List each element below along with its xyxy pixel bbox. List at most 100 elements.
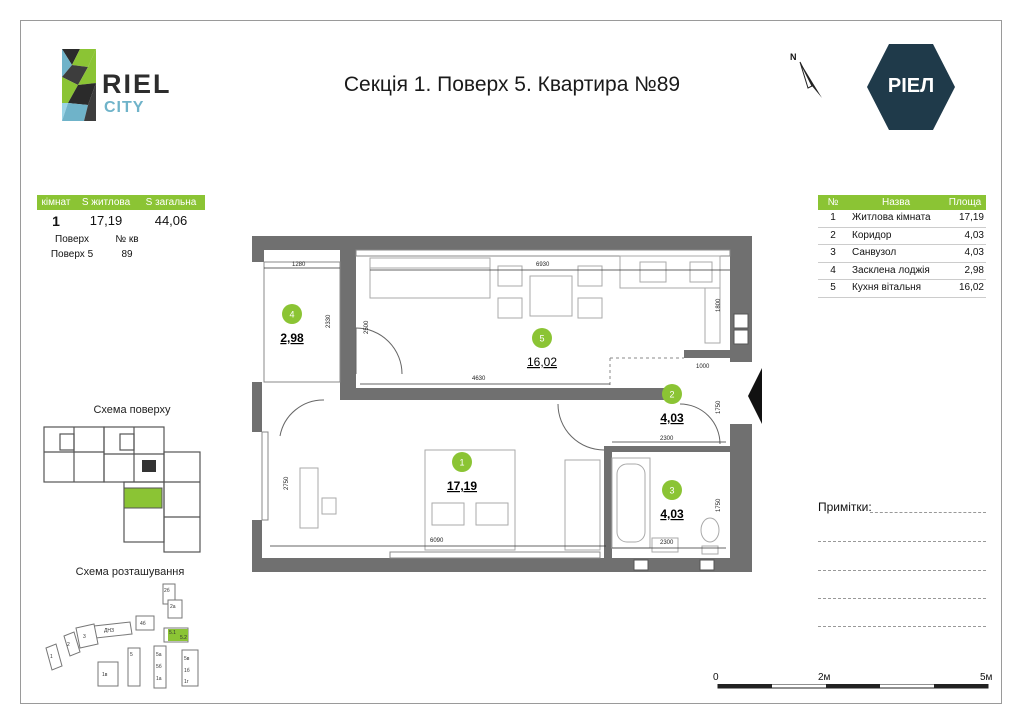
bed-icon: [424, 449, 516, 551]
room-marker-area: 16,02: [527, 355, 557, 369]
floor-schema-label: Схема поверху: [93, 404, 171, 416]
notes-line: [818, 598, 986, 599]
site-building-label: 5.2: [180, 635, 187, 641]
dim-label: 1280: [292, 262, 306, 268]
room-name: Санвузол: [852, 247, 897, 258]
rooms-table: № Назва Площа 1 Житлова кімната 17,19 2 …: [818, 195, 986, 298]
riel-hexagon-icon: [867, 44, 955, 130]
rooms-table-row: 4 Засклена лоджія 2,98: [818, 263, 986, 280]
site-building-label: 4б: [140, 621, 146, 627]
site-building-label: 2б: [164, 588, 170, 594]
compass-north-label: N: [790, 52, 797, 62]
site-building-label: 5: [130, 652, 133, 658]
rooms-table-row: 1 Житлова кімната 17,19: [818, 210, 986, 228]
room-area: 4,03: [964, 247, 984, 258]
site-building-label: 5.1: [169, 630, 176, 636]
dim-label: 6930: [536, 262, 550, 268]
entrance-arrow-icon: [748, 368, 762, 424]
summary-header-total-area: S загальна: [145, 197, 197, 208]
site-building-label: 3: [83, 634, 86, 640]
desk-icon: [299, 467, 337, 529]
summary-sub-header-floor: Поверх: [55, 234, 89, 245]
dim-label: 1800: [716, 298, 722, 312]
scale-bar: 0 2м 5м: [710, 672, 995, 692]
room-number: 3: [830, 247, 836, 258]
room-name: Коридор: [852, 229, 892, 241]
summary-sub-value-apt: 89: [121, 249, 133, 260]
sofa-icon: [369, 257, 491, 299]
notes-label: Примітки:: [818, 500, 872, 514]
page-title: Секція 1. Поверх 5. Квартира №89: [343, 73, 681, 96]
riel-city-logo-mark: [62, 49, 96, 121]
site-building-label: 5б: [156, 664, 162, 670]
notes-line: [818, 570, 986, 571]
room-number: 2: [830, 229, 836, 241]
site-building-label: 5в: [184, 656, 190, 662]
dim-label: 2750: [284, 476, 290, 490]
site-building-label: 1в: [102, 672, 108, 678]
scale-label-0: 0: [713, 672, 719, 683]
room-number: 5: [830, 282, 836, 293]
rooms-table-header: № Назва Площа: [818, 195, 986, 210]
room-marker-number: 1: [459, 458, 464, 468]
rooms-header-area: Площа: [948, 197, 982, 208]
notes-line: [870, 512, 986, 513]
summary-header-row: кімнат S житлова S загальна: [37, 195, 205, 210]
room-marker-5: 5 16,02: [527, 328, 557, 369]
toilet-icon: [700, 517, 720, 555]
site-building-label: 1б: [184, 668, 190, 674]
bathtub-icon: [611, 457, 651, 549]
summary-header-living-area: S житлова: [81, 197, 131, 208]
north-arrow-icon: [799, 61, 822, 98]
floor-schema-map: [43, 426, 201, 553]
room-marker-area: 17,19: [447, 479, 477, 493]
summary-value-rooms: 1: [52, 213, 60, 229]
floor-plan: 1280 6930 2330 2500 1800 1000 4630 1750 …: [252, 236, 762, 572]
scale-label-2m: 2м: [818, 672, 831, 683]
summary-sub-value-floor: Поверх 5: [50, 249, 94, 260]
room-marker-area: 4,03: [660, 507, 684, 521]
room-marker-1: 1 17,19: [447, 452, 477, 493]
kitchen-counter-icon: [619, 255, 721, 344]
room-number: 4: [830, 264, 836, 276]
summary-header-rooms: кімнат: [41, 197, 71, 208]
summary-sub-header-row: Поверх № кв: [37, 234, 205, 245]
sink-icon: [651, 537, 679, 553]
room-marker-4: 4 2,98: [280, 304, 304, 345]
scale-bar-graphic: [717, 684, 989, 689]
notes-section: Примітки:: [818, 498, 988, 638]
dim-label: 2330: [326, 314, 332, 328]
dim-label: 2300: [660, 540, 674, 546]
rooms-table-row: 3 Санвузол 4,03: [818, 245, 986, 263]
site-building-label: 2а: [170, 604, 176, 610]
room-name: Засклена лоджія: [852, 264, 930, 276]
dim-label: 2300: [660, 436, 674, 442]
rooms-table-row: 5 Кухня вітальня 16,02: [818, 280, 986, 298]
riel-logo-text: РІЕЛ: [887, 75, 935, 97]
logo-word-riel: RIEL: [102, 69, 172, 99]
site-building-label: 1: [50, 654, 53, 660]
room-marker-number: 2: [669, 390, 674, 400]
room-number: 1: [830, 212, 836, 223]
dim-label: 1750: [716, 498, 722, 512]
room-marker-number: 4: [289, 310, 294, 320]
room-name: Кухня вітальня: [852, 282, 922, 293]
dining-table-icon: [497, 265, 603, 319]
riel-city-logo: RIEL CITY: [62, 47, 182, 123]
dim-label: 1000: [696, 364, 710, 370]
room-marker-3: 3 4,03: [660, 480, 684, 521]
compass: N: [788, 52, 828, 102]
notes-line: [818, 626, 986, 627]
room-area: 2,98: [964, 264, 984, 276]
door-swing-icon: [279, 327, 721, 451]
room-area: 17,19: [958, 212, 984, 223]
site-schema-map: 2б 2а 4б 1 2 3 ДНЗ 5.1 5.2 5 5а 5б 5в 1а…: [45, 583, 199, 689]
scale-label-5m: 5м: [980, 672, 993, 683]
summary-value-total-area: 44,06: [154, 213, 188, 228]
site-schema-label: Схема розташування: [75, 566, 185, 578]
rooms-header-name: Назва: [881, 197, 911, 208]
room-marker-number: 3: [669, 486, 674, 496]
wardrobe-icon: [564, 459, 601, 551]
summary-table: кімнат S житлова S загальна 1 17,19 44,0…: [37, 195, 205, 260]
site-building-label: 2: [67, 642, 70, 648]
